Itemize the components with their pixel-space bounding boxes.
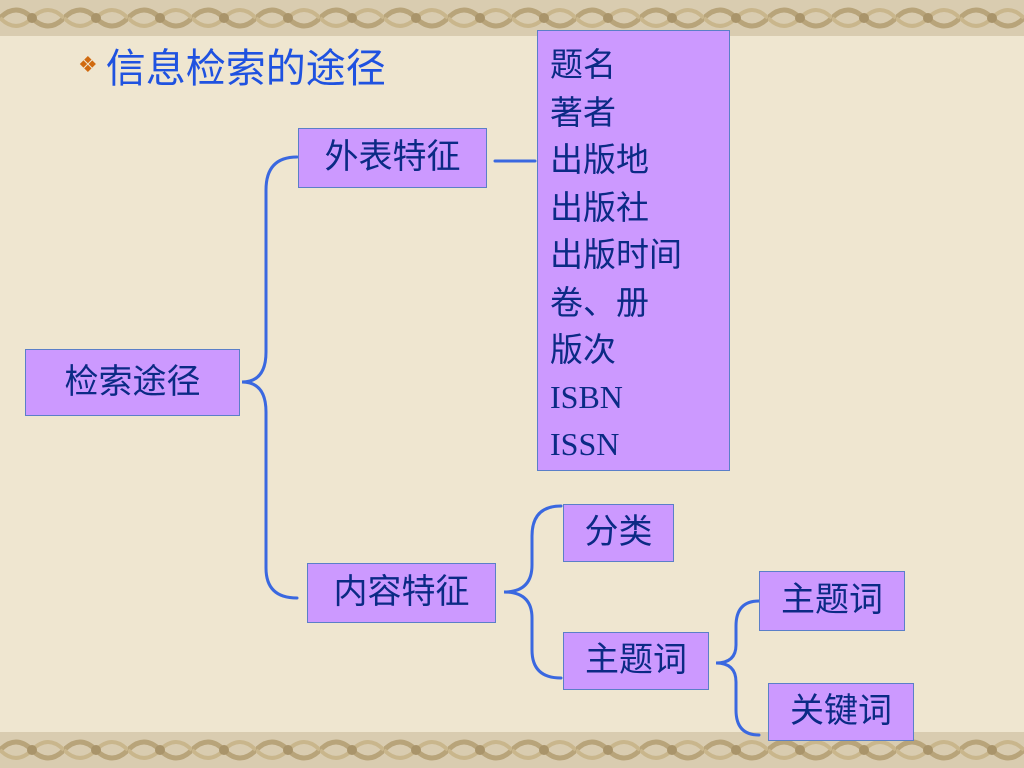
appearance-feature-node: 外表特征 xyxy=(298,128,487,188)
list-item: 著者 xyxy=(550,92,616,132)
subject-heading-node: 主题词 xyxy=(563,632,709,690)
subject-term-node: 主题词 xyxy=(759,571,905,631)
list-item: 出版地 xyxy=(550,140,649,179)
list-item: 出版时间 xyxy=(550,235,682,274)
list-item: 版次 xyxy=(550,330,616,369)
root-node: 检索途径 xyxy=(25,349,240,416)
subject-brace xyxy=(715,599,761,737)
slide-title-text: 信息检索的途径 xyxy=(105,46,386,92)
content-feature-node: 内容特征 xyxy=(307,563,496,623)
diamond-cluster-icon: ❖ xyxy=(78,52,98,78)
slide-title: ❖ 信息检索的途径 xyxy=(78,36,386,94)
appearance-attributes-list: 题名 著者 出版地 出版社 出版时间 卷、册 版次 ISBN ISSN xyxy=(537,30,730,471)
content-brace xyxy=(503,504,563,680)
keyword-node: 关键词 xyxy=(768,683,914,741)
list-item: ISSN xyxy=(550,426,620,462)
root-brace xyxy=(241,155,299,600)
classification-node: 分类 xyxy=(563,504,674,562)
list-item: ISBN xyxy=(550,378,623,415)
list-item: 出版社 xyxy=(550,187,649,227)
top-decorative-border xyxy=(0,0,1024,36)
list-item: 卷、册 xyxy=(550,282,649,322)
list-item: 题名 xyxy=(550,45,616,84)
